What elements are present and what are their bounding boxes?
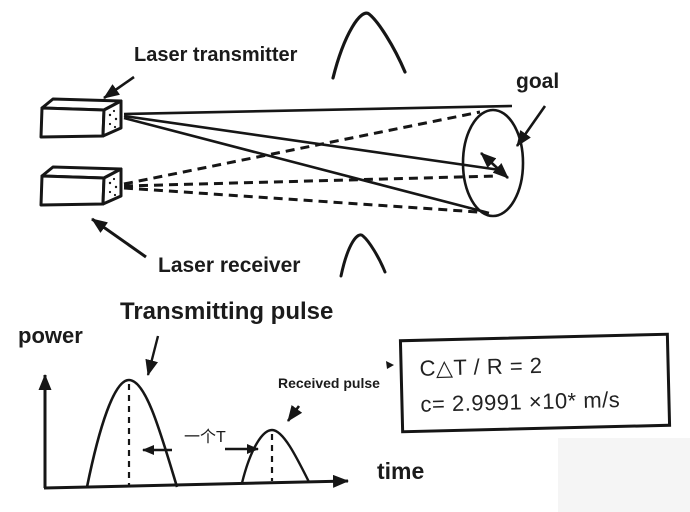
scan-shading-artifact xyxy=(558,438,690,512)
transmitter-box-front-face xyxy=(39,106,106,139)
receiver-box-stipple xyxy=(108,177,118,197)
transmitting-pulse-pointer-arrow xyxy=(145,335,160,376)
target-ellipse xyxy=(461,108,525,218)
receiver-beam-bottom xyxy=(123,186,479,214)
formula-box-tick xyxy=(386,361,394,369)
laser-transmitter-pointer-arrow xyxy=(103,75,135,100)
goal-pointer-arrow xyxy=(515,105,547,147)
received-pulse-curve xyxy=(240,428,311,484)
receiver-beam-middle xyxy=(123,174,497,188)
target-spread-arrow xyxy=(480,152,509,179)
upper-beam-profile-curve xyxy=(331,11,407,80)
formula-line-1: C△T / R = 2 xyxy=(419,352,543,381)
transmitter-beam-top xyxy=(123,104,513,116)
transmitting-pulse-curve xyxy=(85,378,179,488)
power-axis-label: power xyxy=(18,323,83,348)
formula-line-2: c= 2.9991 ×10* m/s xyxy=(420,386,621,417)
transmitter-beam-middle xyxy=(123,114,501,172)
received-pulse-pointer-arrow xyxy=(286,405,303,422)
laser-receiver-pointer-arrow xyxy=(91,217,147,259)
receiver-box-front-face xyxy=(39,174,106,207)
laser-receiver-box xyxy=(39,165,123,207)
time-axis xyxy=(43,474,349,490)
received-pulse-label: Received pulse xyxy=(278,375,380,391)
transmitter-beam-bottom xyxy=(123,116,490,215)
receiver-box-side-face xyxy=(101,167,123,206)
time-axis-label: time xyxy=(377,458,425,484)
laser-transmitter-box xyxy=(39,97,123,139)
laser-receiver-label: Laser receiver xyxy=(158,254,301,277)
transmitter-beam-lines xyxy=(123,104,513,215)
transmitter-box-side-face xyxy=(101,99,123,138)
transmitting-pulse-label: Transmitting pulse xyxy=(120,298,334,325)
receiver-beam-top xyxy=(123,110,481,186)
laser-transmitter-label: Laser transmitter xyxy=(134,44,298,66)
formula-box: C△T / R = 2 c= 2.9991 ×10* m/s xyxy=(398,332,672,434)
goal-label: goal xyxy=(516,70,560,93)
transmitter-box-stipple xyxy=(108,109,118,129)
delta-t-interval-label: 一个T xyxy=(184,429,226,446)
lower-beam-profile-curve xyxy=(339,233,387,278)
receiver-beam-lines xyxy=(123,110,497,214)
